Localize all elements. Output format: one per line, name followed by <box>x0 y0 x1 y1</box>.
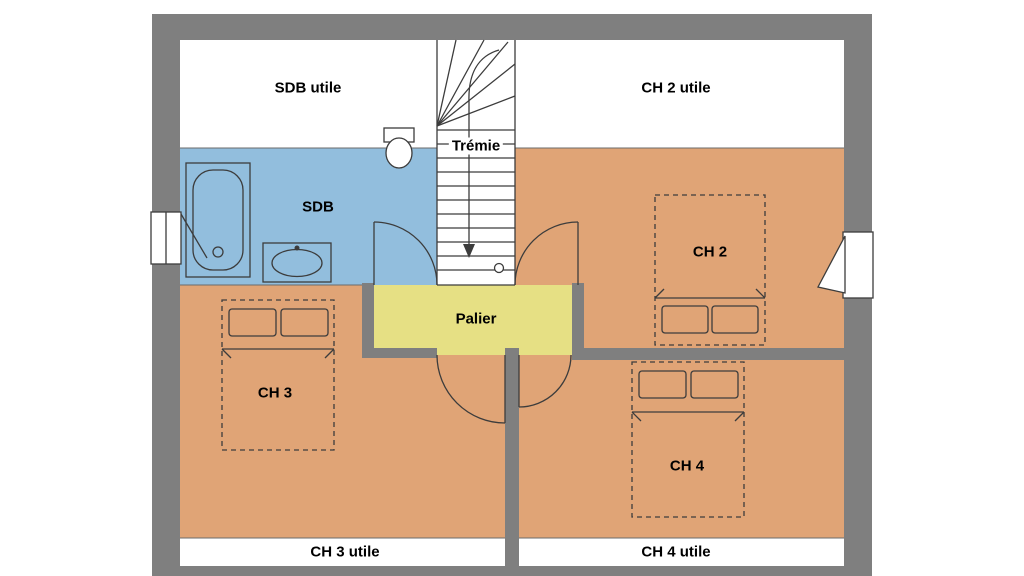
wall-right-upper <box>844 14 872 232</box>
room-sdb <box>180 148 437 285</box>
label-ch4-utile: CH 4 utile <box>641 543 711 561</box>
label-ch3-utile: CH 3 utile <box>310 543 380 561</box>
room-palier <box>374 285 572 355</box>
wall-left-upper <box>152 14 180 212</box>
stairs-start-marker <box>493 262 505 274</box>
wall-right-lower <box>844 298 872 576</box>
label-sdb: SDB <box>302 198 334 216</box>
wall-palier-bottom-left <box>362 348 437 358</box>
label-palier: Palier <box>455 310 497 328</box>
wall-left-lower <box>152 264 180 576</box>
wall-top <box>152 14 872 40</box>
wall-palier-right-stub <box>572 283 584 360</box>
wall-ch2-ch4-divider <box>572 348 872 360</box>
wall-center-vertical <box>505 348 519 576</box>
label-ch2-utile: CH 2 utile <box>641 79 711 97</box>
wall-palier-left-stub <box>362 283 374 358</box>
label-tremie: Trémie <box>448 137 504 155</box>
staircase <box>436 39 516 286</box>
label-sdb-utile: SDB utile <box>274 79 342 97</box>
stairs-winders <box>436 39 516 127</box>
label-ch3: CH 3 <box>257 384 293 402</box>
label-ch4: CH 4 <box>669 457 705 475</box>
label-ch2: CH 2 <box>692 243 728 261</box>
stairs-arrow <box>463 244 475 258</box>
